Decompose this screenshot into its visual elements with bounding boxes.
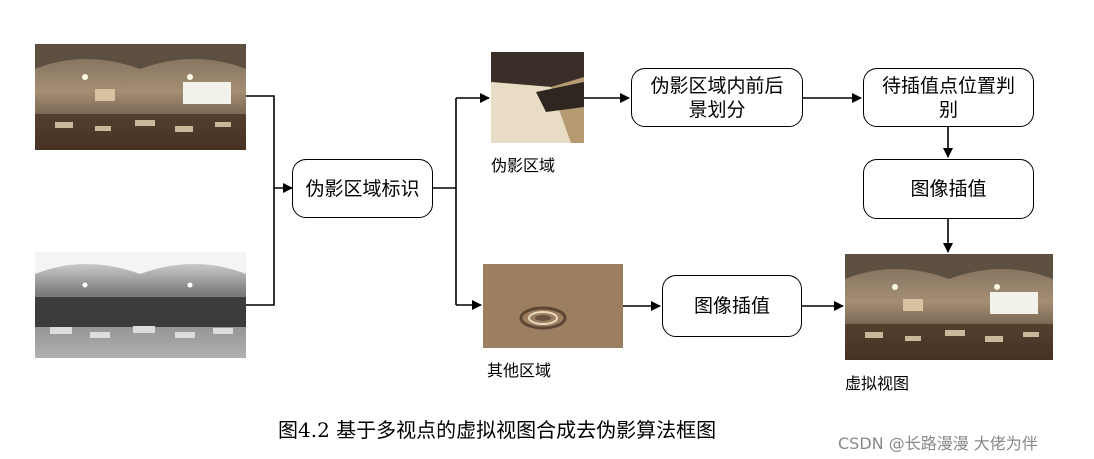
artifact-identify-node: 伪影区域标识 bbox=[292, 159, 433, 218]
panorama-depth-image bbox=[35, 252, 246, 358]
artifact-region-caption: 伪影区域 bbox=[491, 156, 556, 175]
figure-title: 图4.2 基于多视点的虚拟视图合成去伪影算法框图 bbox=[278, 418, 717, 442]
virtual-view-caption: 虚拟视图 bbox=[845, 374, 910, 393]
interpolation-top-label: 图像插值 bbox=[910, 178, 987, 200]
interpolation-bottom-label: 图像插值 bbox=[693, 295, 770, 317]
artifact-region-image bbox=[491, 52, 584, 143]
panorama-color-image bbox=[35, 44, 246, 150]
interpolation-bottom-node: 图像插值 bbox=[662, 275, 802, 337]
interpolation-top-node: 图像插值 bbox=[863, 159, 1034, 219]
virtual-view-image bbox=[845, 254, 1053, 360]
artifact-identify-label: 伪影区域标识 bbox=[305, 177, 420, 200]
position-judge-label: 待插值点位置判别 bbox=[881, 74, 1015, 121]
watermark: CSDN @长路漫漫 大佬为伴 bbox=[838, 434, 1038, 453]
other-region-caption: 其他区域 bbox=[487, 361, 552, 380]
position-judge-node: 待插值点位置判别 bbox=[863, 68, 1034, 127]
front-back-split-node: 伪影区域内前后景划分 bbox=[631, 68, 803, 127]
front-back-split-label: 伪影区域内前后景划分 bbox=[650, 74, 784, 121]
other-region-image bbox=[483, 264, 623, 348]
